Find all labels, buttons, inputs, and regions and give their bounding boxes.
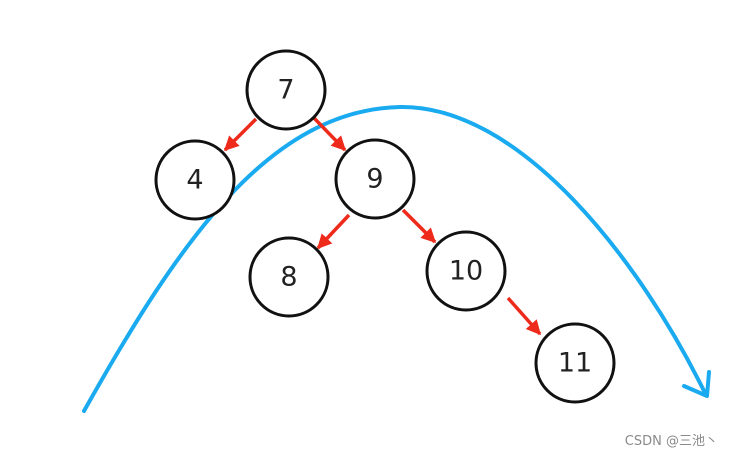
tree-node: 9	[334, 138, 416, 220]
tree-node-label: 7	[277, 75, 294, 106]
tree-node-circle	[248, 236, 330, 318]
tree-node-circle	[245, 49, 327, 131]
tree-node: 10	[425, 230, 507, 312]
tree-node: 11	[534, 322, 616, 404]
edge-7-to-9	[312, 116, 347, 152]
tree-node-label: 11	[558, 348, 592, 379]
tree-node-circle	[154, 139, 236, 221]
tree-node: 8	[248, 236, 330, 318]
sweep-arrowhead-icon	[682, 370, 711, 398]
tree-node: 7	[245, 49, 327, 131]
edge-9-to-10	[401, 208, 437, 244]
watermark: CSDN @三池丶	[624, 434, 718, 449]
tree-node-label: 10	[449, 256, 483, 287]
tree-node-label: 8	[280, 262, 297, 293]
edge-7-to-4	[223, 117, 258, 152]
tree-node-circle	[534, 322, 616, 404]
edge-9-to-8	[316, 213, 351, 250]
tree-node: 4	[154, 139, 236, 221]
tree-node-label: 9	[366, 164, 383, 195]
edge-10-to-11	[506, 296, 542, 336]
tree-node-circle	[334, 138, 416, 220]
sweep-arrow-curve	[82, 104, 708, 413]
tree-node-circle	[425, 230, 507, 312]
tree-node-label: 4	[186, 165, 203, 196]
